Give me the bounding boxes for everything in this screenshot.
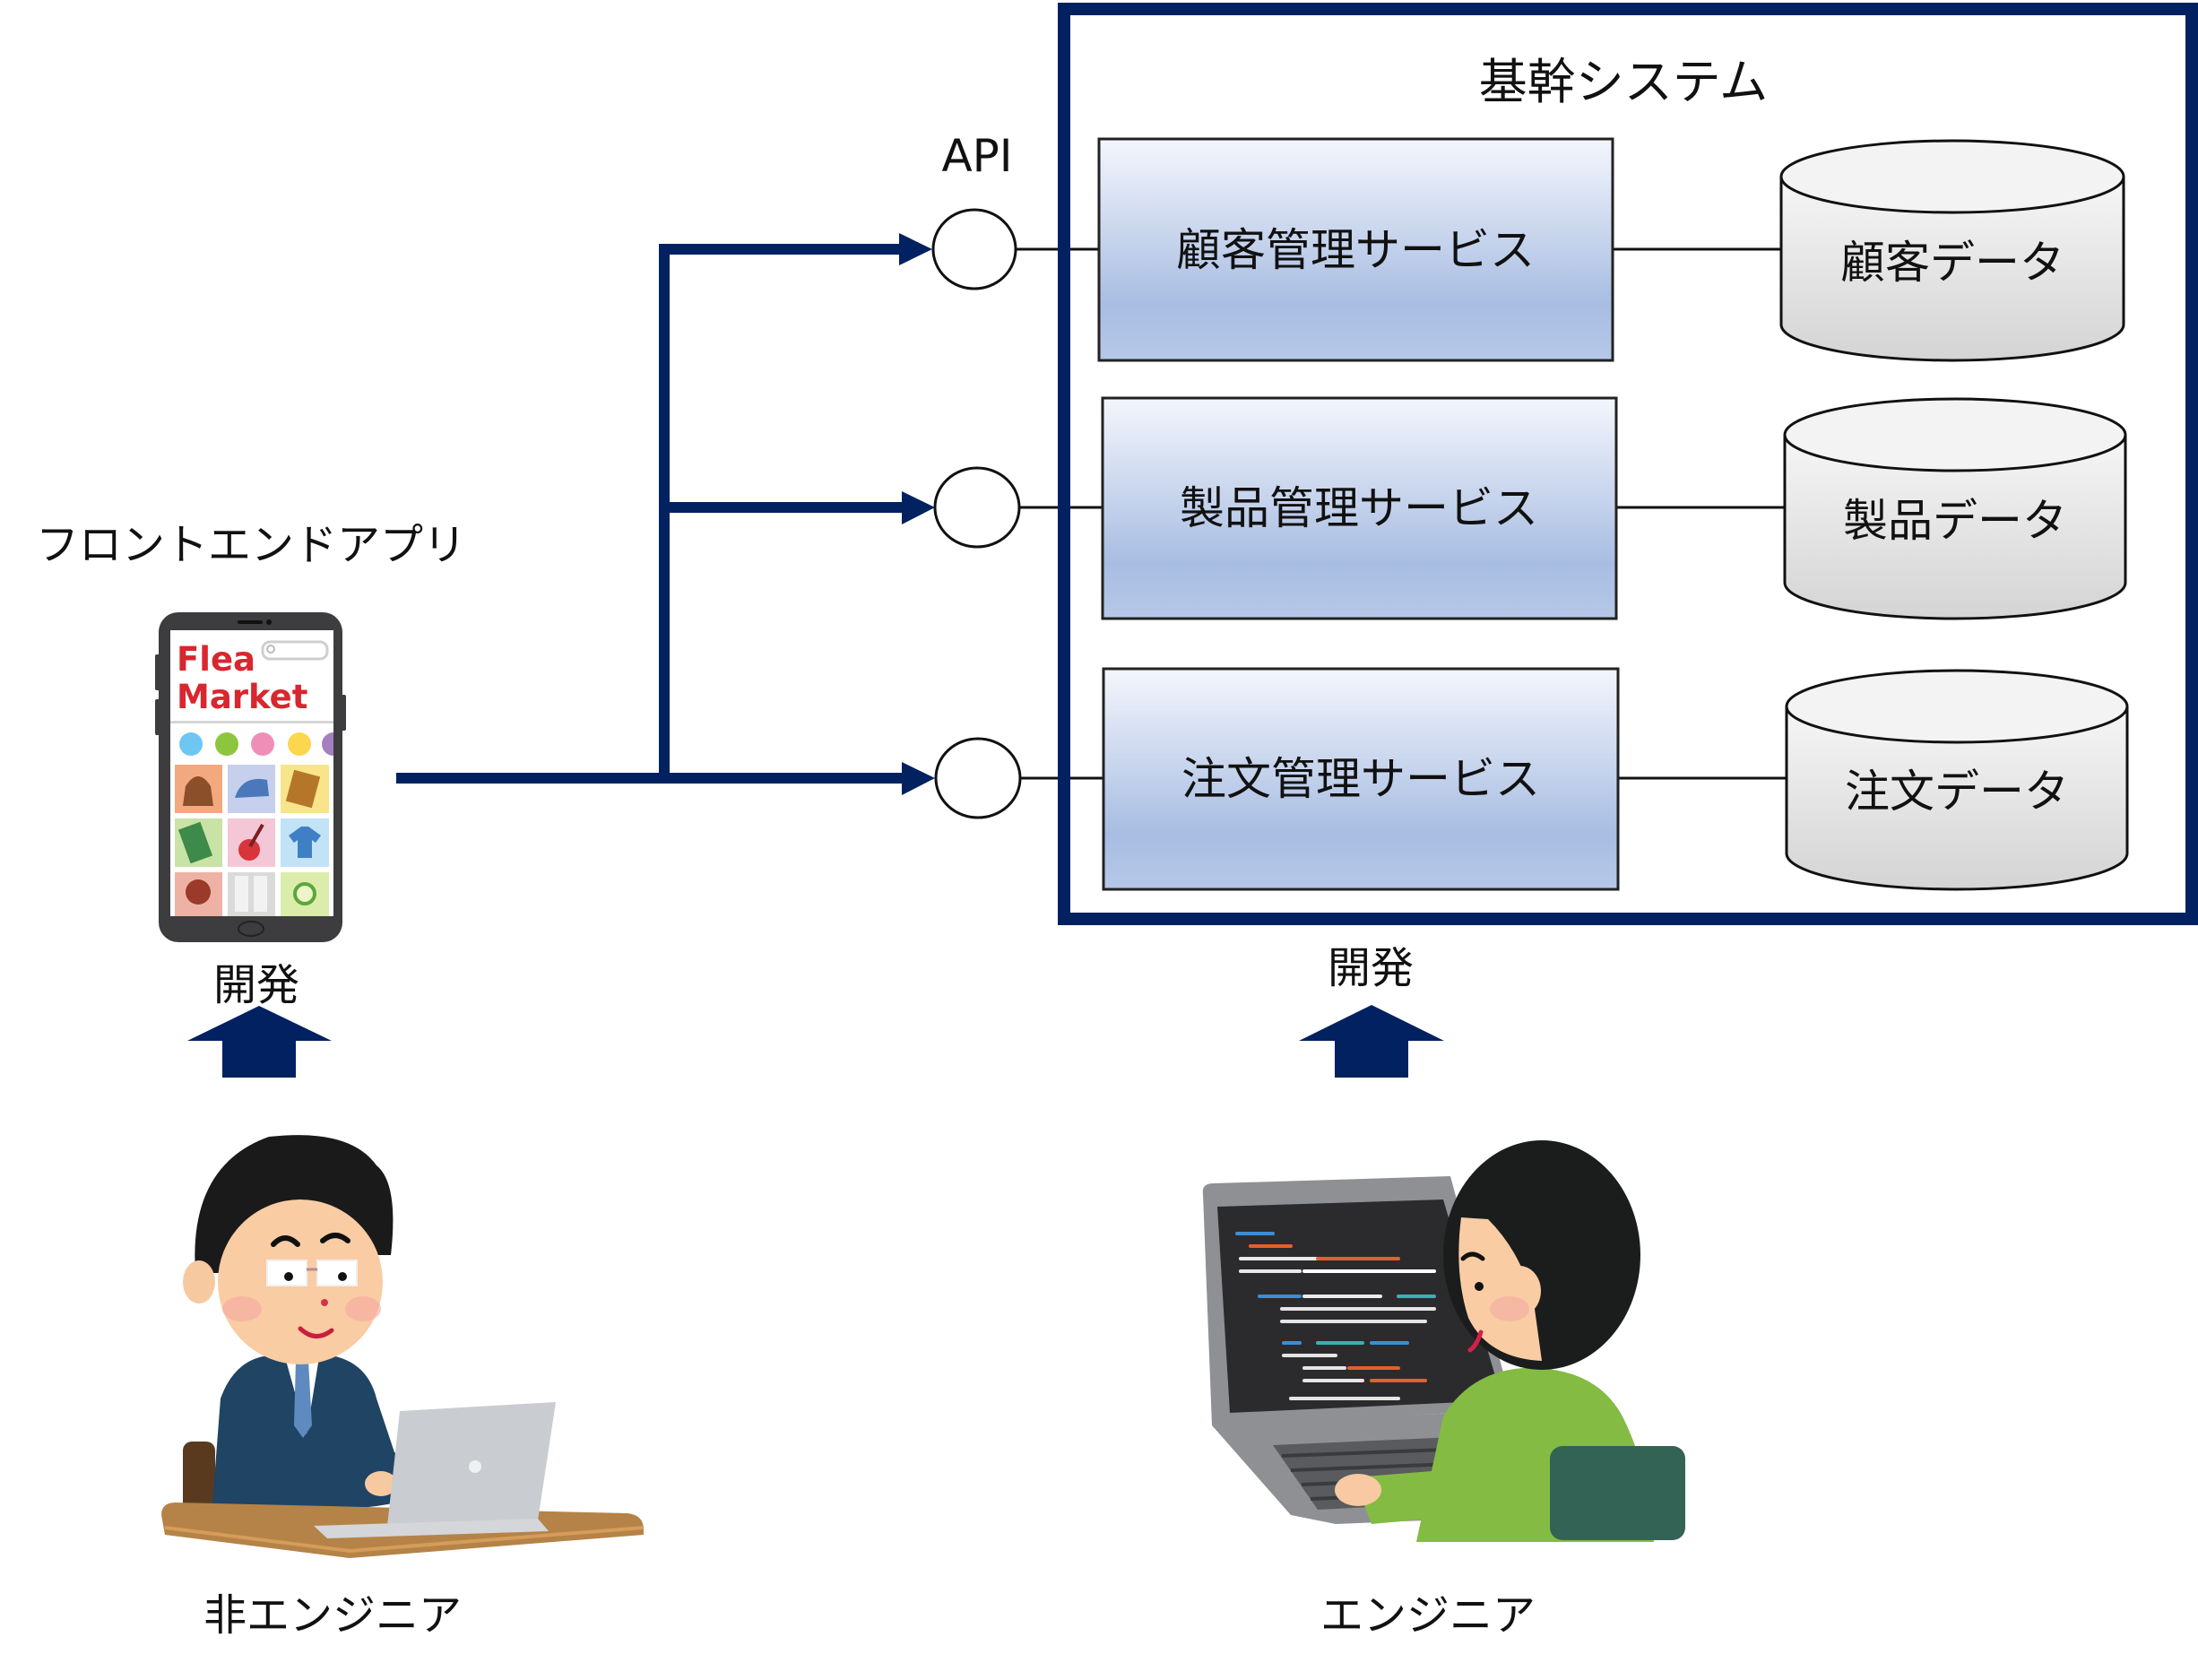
app-product-grid: [175, 765, 329, 916]
engineer-label: エンジニア: [1320, 1590, 1536, 1641]
service-label: 顧客管理サービス: [1176, 224, 1535, 276]
service-customer[interactable]: 顧客管理サービス: [1097, 137, 1614, 362]
database-label: 製品データ: [1843, 495, 2067, 547]
non-engineer-illustration: [161, 1135, 645, 1558]
api-label: API: [941, 130, 1012, 182]
code-lines: [1235, 1232, 1436, 1400]
up-arrow-engineer-icon: [1299, 1005, 1444, 1078]
frontend-app-label: フロントエンドアプリ: [36, 520, 466, 570]
app-category-dots: [179, 732, 333, 756]
develop-label-non-engineer: 開発: [213, 960, 299, 1010]
main-connector-line: [396, 773, 903, 784]
app-search-bar: [261, 640, 329, 661]
core-system-title: 基幹システム: [1479, 54, 1768, 110]
service-product[interactable]: 製品管理サービス: [1101, 396, 1618, 620]
service-label: 注文管理サービス: [1181, 753, 1540, 805]
arrowhead-order-icon: [902, 762, 935, 795]
service-label: 製品管理サービス: [1180, 482, 1538, 534]
branch-line-product: [664, 502, 903, 513]
database-customer[interactable]: 顧客データ: [1779, 139, 2125, 362]
database-product[interactable]: 製品データ: [1783, 397, 2127, 620]
api-endpoint-order[interactable]: [934, 737, 1022, 819]
database-label: 顧客データ: [1840, 237, 2064, 289]
engineer-illustration: [1202, 1140, 1685, 1542]
core-system-frame: [1058, 3, 2198, 925]
api-endpoint-product[interactable]: [933, 466, 1021, 549]
database-label: 注文データ: [1845, 766, 2069, 818]
api-endpoints: [931, 208, 1022, 819]
api-endpoint-customer[interactable]: [931, 208, 1017, 290]
branch-line-customer: [659, 244, 903, 255]
api-service-connectors: [1016, 247, 1787, 780]
database-order[interactable]: 注文データ: [1785, 669, 2129, 891]
smartphone-icon: Flea Market: [155, 612, 346, 942]
arrowhead-product-icon: [902, 491, 935, 524]
branch-vertical-line: [659, 244, 670, 784]
app-title-line2: Market: [177, 678, 307, 716]
frontend-to-api-connectors: [396, 233, 935, 795]
up-arrow-non-engineer-icon: [187, 1006, 332, 1078]
service-order[interactable]: 注文管理サービス: [1102, 667, 1620, 891]
non-engineer-label: 非エンジニア: [203, 1590, 462, 1641]
arrowhead-customer-icon: [899, 233, 932, 265]
develop-label-engineer: 開発: [1328, 943, 1414, 993]
app-title-line1: Flea: [177, 640, 255, 679]
